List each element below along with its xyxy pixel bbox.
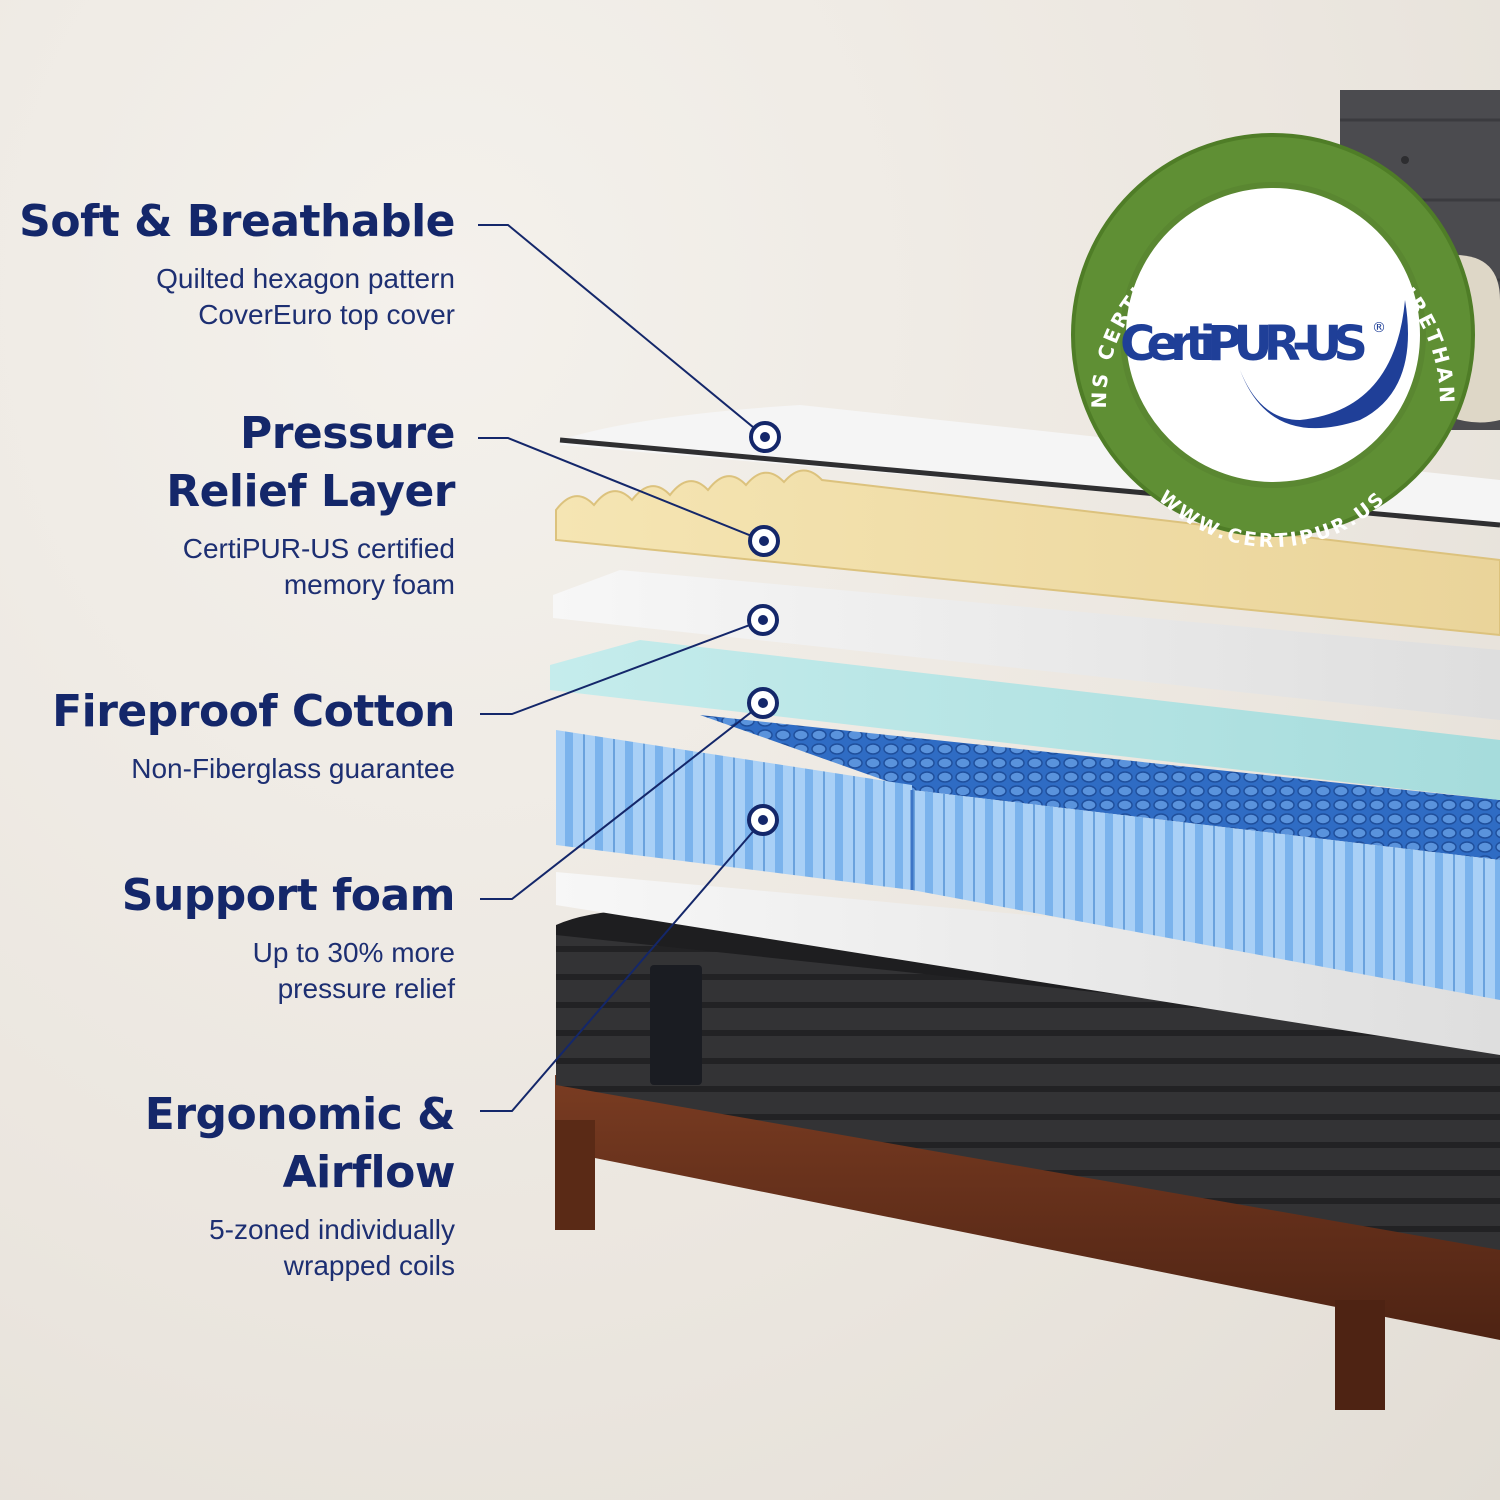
badge-logo-text: CertiPUR-US [1120,316,1368,372]
support-foam-layer [556,872,1500,1055]
callout-title: Support foam [121,870,456,921]
callout-title: Ergonomic &Airflow [144,1089,456,1198]
layer-marker-dots [747,421,781,836]
brand-label [650,965,702,1085]
coil-layer-zone [912,790,1500,1000]
callout-fireproof-cotton: Fireproof Cotton Non-Fiberglass guarante… [52,683,455,787]
coil-layer-front [556,730,912,890]
white-foam-layer [553,570,1500,720]
wood-frame [555,1075,1500,1340]
badge-registered-mark: ® [1372,320,1386,336]
callout-soft-breathable: Soft & Breathable Quilted hexagon patter… [19,193,455,333]
wood-leg-right [1335,1300,1385,1410]
memory-foam-layer [555,469,1500,637]
callout-description: Non-Fiberglass guarantee [131,753,455,784]
callout-title: Fireproof Cotton [52,686,455,737]
wood-leg-left [555,1120,595,1230]
leader-lines [478,224,766,1112]
fireproof-cotton-layer [550,640,1500,800]
callout-title: Soft & Breathable [19,196,455,247]
badge-swoosh [1240,300,1408,429]
coil-layer-top [700,715,1500,860]
